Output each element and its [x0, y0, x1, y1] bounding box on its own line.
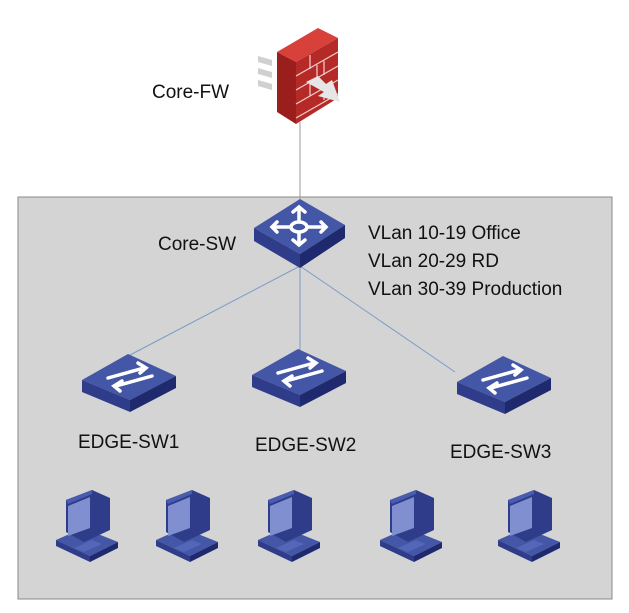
link-core-edge3	[299, 265, 456, 373]
vlan-line-3: VLan 30-39 Production	[368, 279, 563, 300]
edge-switch-2-label: EDGE-SW2	[255, 435, 357, 456]
links	[129, 122, 456, 373]
core-switch-icon[interactable]	[254, 199, 345, 268]
firewall-label: Core-FW	[152, 82, 230, 103]
vlan-line-1: VLan 10-19 Office	[368, 223, 521, 244]
firewall-icon[interactable]	[258, 28, 340, 124]
edge-switch-1-label: EDGE-SW1	[78, 432, 180, 453]
vlan-line-2: VLan 20-29 RD	[368, 251, 499, 272]
link-core-edge1	[129, 265, 301, 356]
core-switch-label: Core-SW	[158, 234, 237, 255]
edge-switch-3-label: EDGE-SW3	[450, 442, 552, 463]
